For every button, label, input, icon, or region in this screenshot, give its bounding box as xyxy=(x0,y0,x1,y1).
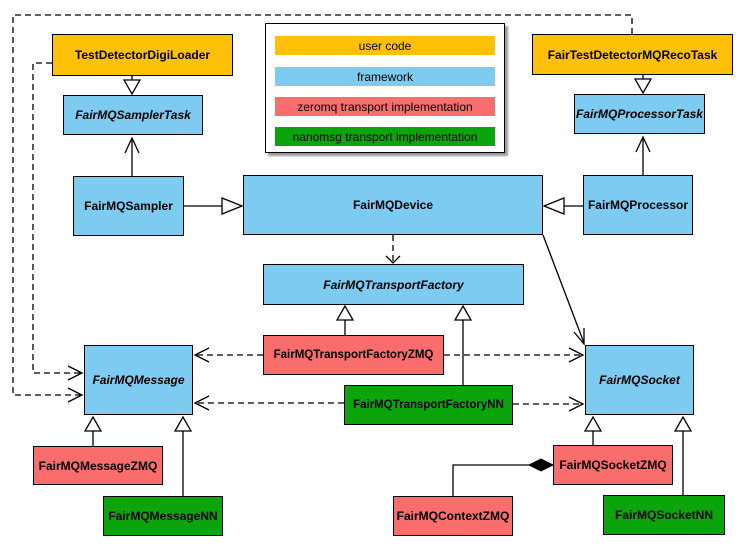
node-fairmqtransportfactorynn: FairMQTransportFactoryNN xyxy=(344,385,513,425)
edge-socketnn-socket xyxy=(673,415,693,495)
edge-factoryzmq-message xyxy=(193,347,263,363)
node-fairmqmessagenn: FairMQMessageNN xyxy=(103,496,223,536)
node-fairmqtransportfactory: FairMQTransportFactory xyxy=(263,264,524,305)
legend-item-framework: framework xyxy=(275,67,495,86)
edge-recotask-processortask xyxy=(633,75,653,95)
edge-factorynn-factory xyxy=(453,304,473,385)
edge-recotask-message xyxy=(12,14,633,403)
node-fairmqdevice: FairMQDevice xyxy=(243,175,543,235)
edge-device-socket xyxy=(542,234,585,346)
node-fairmqsocketnn: FairMQSocketNN xyxy=(603,495,725,535)
edge-digiloader-message xyxy=(32,62,84,381)
node-fairmqprocessor: FairMQProcessor xyxy=(583,175,693,235)
node-fairmqmessagezmq: FairMQMessageZMQ xyxy=(33,446,163,485)
edge-socketzmq-socket xyxy=(583,415,603,445)
edge-digiloader-samplertask xyxy=(122,76,142,96)
edge-socketzmq-contextzmq xyxy=(452,458,555,496)
node-fairmqsampler: FairMQSampler xyxy=(73,176,184,236)
node-fairmqsamplertask: FairMQSamplerTask xyxy=(63,95,203,135)
node-fairmqcontextzmq: FairMQContextZMQ xyxy=(393,496,513,536)
node-fairmqsocket: FairMQSocket xyxy=(585,345,694,415)
node-fairtestdetectormqrecotask: FairTestDetectorMQRecoTask xyxy=(532,34,733,75)
edge-messagezmq-message xyxy=(83,415,103,446)
edge-factoryzmq-factory xyxy=(335,304,355,335)
edge-messagenn-message xyxy=(173,415,193,496)
edge-processor-processortask xyxy=(635,135,651,175)
edge-sampler-samplertask xyxy=(124,136,140,176)
edge-factoryzmq-socket xyxy=(444,347,585,363)
node-fairmqsocketzmq: FairMQSocketZMQ xyxy=(553,445,673,485)
legend-item-zeromq: zeromq transport implementation xyxy=(275,97,495,116)
node-fairmqtransportfactoryzmq: FairMQTransportFactoryZMQ xyxy=(263,335,444,375)
node-testdetectordigiloader: TestDetectorDigiLoader xyxy=(52,34,233,76)
edge-processor-device xyxy=(542,197,583,215)
edge-factorynn-message xyxy=(193,395,344,411)
legend-item-user-code: user code xyxy=(275,36,495,55)
node-fairmqmessage: FairMQMessage xyxy=(84,345,193,415)
edge-sampler-device xyxy=(184,197,244,215)
edge-factorynn-socket xyxy=(513,396,585,412)
legend-panel: user code framework zeromq transport imp… xyxy=(265,23,505,153)
node-fairmqprocessortask: FairMQProcessorTask xyxy=(574,94,705,134)
edge-device-transportfactory xyxy=(385,235,401,264)
legend-item-nanomsg: nanomsg transport implementation xyxy=(275,127,495,146)
